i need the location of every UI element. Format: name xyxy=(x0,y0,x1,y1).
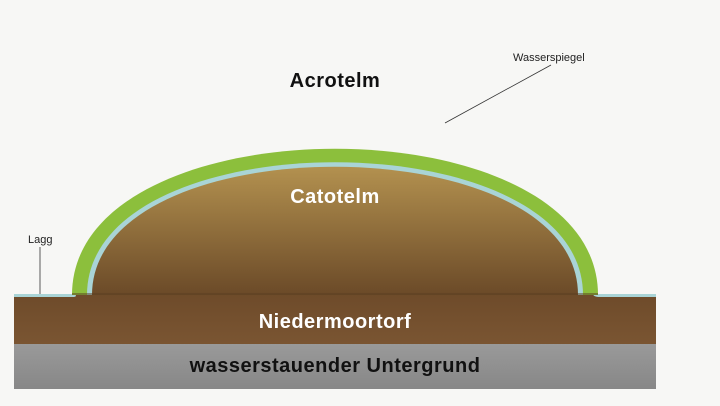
untergrund-layer xyxy=(14,343,656,389)
catotelm-layer xyxy=(92,166,578,295)
catotelm-label: Catotelm xyxy=(290,186,380,208)
lagg-water-right xyxy=(593,294,656,297)
acrotelm-label: Acrotelm xyxy=(290,70,381,92)
wasserspiegel-label: Wasserspiegel xyxy=(513,52,585,64)
wasserspiegel-leader-line xyxy=(444,64,552,124)
niedermoortorf-layer xyxy=(14,294,656,344)
niedermoortorf-label: Niedermoortorf xyxy=(259,311,412,333)
untergrund-label: wasserstauender Untergrund xyxy=(189,355,481,377)
lagg-water-left xyxy=(14,294,76,297)
lagg-label: Lagg xyxy=(28,234,52,246)
